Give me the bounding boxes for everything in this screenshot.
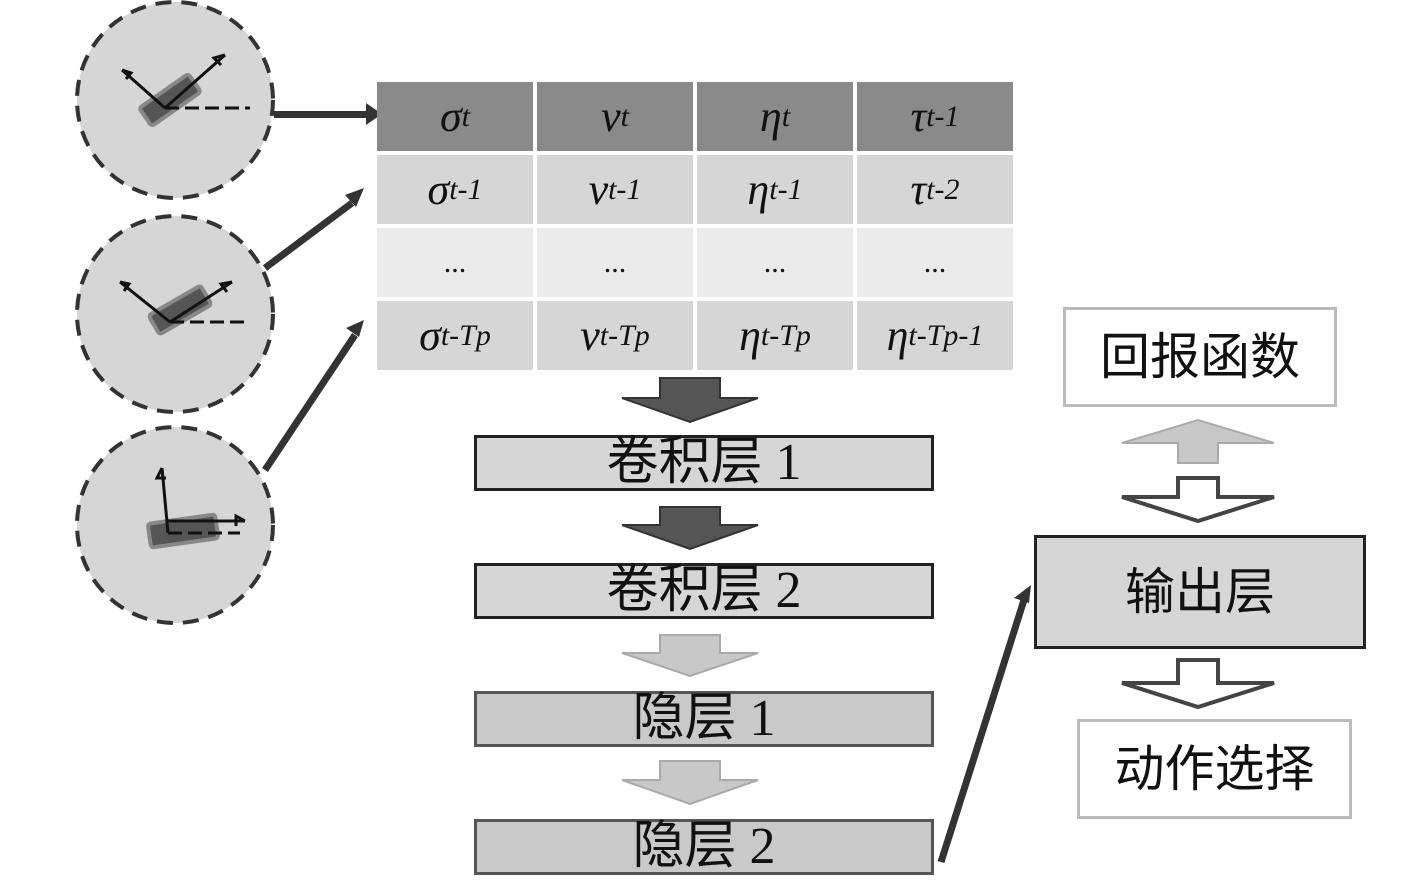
reward-function-box: 回报函数 xyxy=(1063,307,1337,407)
down-arrow-to-output xyxy=(1121,476,1275,524)
vessel-state-circle-3 xyxy=(75,425,275,625)
table-cell: ... xyxy=(697,228,853,297)
conv-layer-1: 卷积层 1 xyxy=(474,435,934,491)
vessel-state-circle-1 xyxy=(75,0,275,200)
action-selection-box: 动作选择 xyxy=(1077,719,1352,819)
hidden-layer-1: 隐层 1 xyxy=(474,691,934,747)
vessel-state-circle-2 xyxy=(75,214,275,414)
down-arrow-table-to-conv1 xyxy=(621,377,759,424)
table-cell: ... xyxy=(857,228,1013,297)
hidden-layer-2: 隐层 2 xyxy=(474,819,934,875)
down-arrow-conv1-to-conv2 xyxy=(621,506,759,551)
hidden2-to-output-arrow xyxy=(937,585,1031,864)
table-cell: ... xyxy=(377,228,533,297)
output-layer-box: 输出层 xyxy=(1034,535,1366,649)
down-arrow-hidden1-to-hidden2 xyxy=(621,760,759,806)
circle-to-table-arrows xyxy=(262,103,382,472)
table-cell: ... xyxy=(537,228,693,297)
up-arrow-to-reward xyxy=(1121,418,1275,464)
down-arrow-to-action xyxy=(1121,658,1275,710)
conv-layer-2: 卷积层 2 xyxy=(474,563,934,619)
down-arrow-conv2-to-hidden1 xyxy=(621,634,759,678)
